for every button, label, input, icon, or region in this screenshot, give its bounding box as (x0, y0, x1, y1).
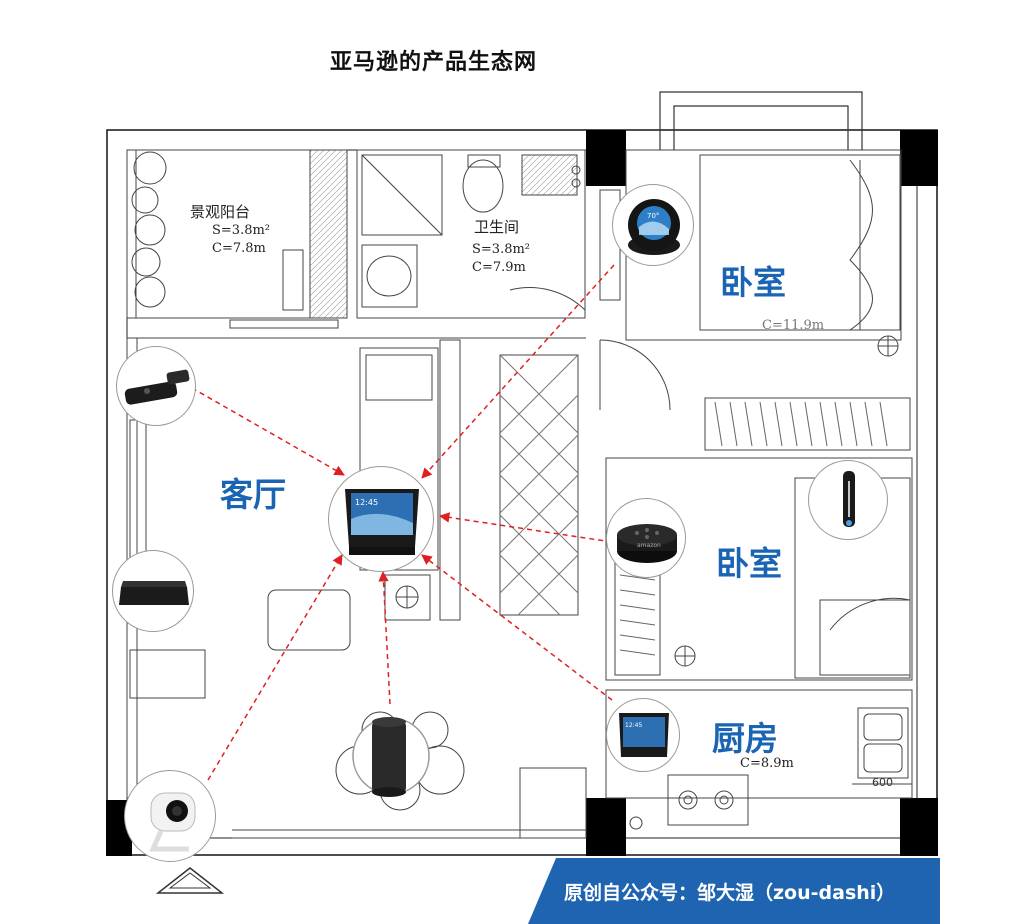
bedroom-middle-area (605, 457, 913, 681)
bedroom-top-area (599, 149, 911, 451)
echo-dot-brand: amazon (637, 542, 661, 549)
balcony-name: 景观阳台 (190, 203, 251, 221)
echo-dot-device: amazon (606, 498, 686, 578)
bay-window (659, 91, 863, 150)
kitchen-perimeter-label: C=8.9m (740, 756, 794, 771)
spot-temp: 70° (647, 212, 659, 220)
echo-plus-icon (352, 717, 430, 797)
connection-lines (191, 264, 615, 781)
cloud-cam-device (124, 770, 216, 862)
echo-show-kitchen-icon: 12:45 (619, 713, 669, 757)
echo-spot-device: 70° (612, 184, 694, 266)
balcony-area-label: S=3.8m² (212, 223, 271, 238)
room-label-bedroom-middle: 卧室 (716, 544, 782, 583)
room-label-kitchen: 厨房 (712, 719, 778, 758)
bathroom-name: 卫生间 (474, 218, 520, 236)
echo-plus-device (350, 704, 432, 814)
echo-show-icon: 12:45 (345, 489, 419, 555)
room-label-living-room: 客厅 (220, 475, 286, 514)
cloud-cam-icon (149, 792, 196, 852)
footer-text: 原创自公众号：邹大湿（zou-dashi） (564, 882, 896, 904)
kitchen-area (605, 689, 913, 830)
echo-dot-icon: amazon (617, 524, 677, 563)
smart-sensor-icon (843, 471, 855, 527)
smart-sensor-device (808, 460, 888, 540)
entrance-marker (155, 867, 225, 894)
bathroom-area-label: S=3.8m² (472, 242, 531, 257)
fire-tv-stick-icon (124, 369, 190, 405)
room-label-bedroom-top: 卧室 (720, 263, 786, 302)
balcony-area (126, 149, 348, 329)
bedroom-perimeter-label: C=11.9m (762, 318, 825, 333)
page-title: 亚马逊的产品生态网 (330, 50, 538, 75)
echo-show-device: 12:45 (328, 466, 434, 572)
fire-tv-box-icon (119, 581, 189, 605)
balcony-perimeter-label: C=7.8m (212, 241, 266, 256)
fire-tv-box-device (112, 550, 194, 632)
echo-spot-icon: 70° (628, 199, 680, 255)
footer-banner: 原创自公众号：邹大湿（zou-dashi） (528, 858, 940, 924)
dimension-label: 600 (872, 776, 893, 789)
bathroom-perimeter-label: C=7.9m (472, 260, 526, 275)
echo-show-kitchen-device: 12:45 (606, 698, 680, 772)
bathroom-area (356, 149, 586, 319)
fire-tv-stick-device (116, 346, 196, 426)
echo-show-time: 12:45 (355, 498, 378, 507)
echo-show-kitchen-time: 12:45 (625, 722, 642, 729)
